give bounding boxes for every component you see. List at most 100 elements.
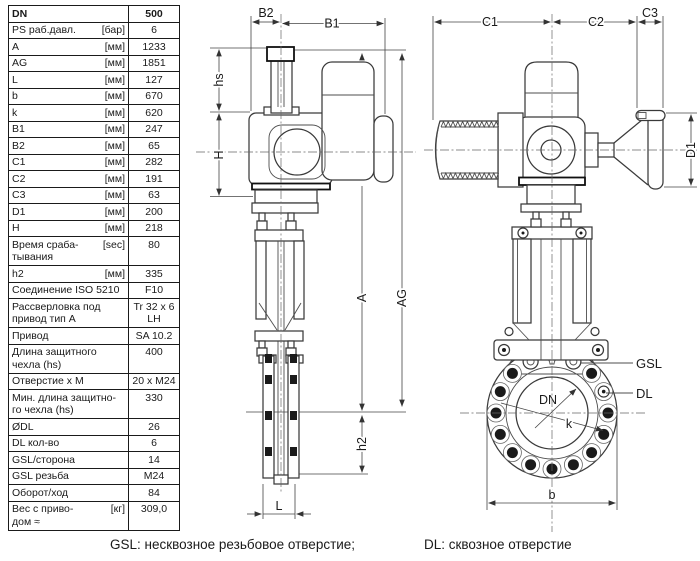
- param-name: b: [12, 90, 18, 102]
- dl-legend: DL: сквозное отверстие: [424, 537, 572, 552]
- table-row: C1[мм]282: [9, 154, 179, 171]
- param-value: 620: [145, 106, 163, 119]
- table-row: Мин. длина защитно- го чехла (hs)330: [9, 390, 179, 419]
- side-view: B2 B1 hs H A AG h2 L: [196, 4, 416, 519]
- param-value: 670: [145, 90, 163, 102]
- param-unit: [мм]: [104, 57, 125, 69]
- param-name: GSL резьба: [12, 470, 69, 482]
- table-row: Привод SA 10.2: [9, 328, 179, 345]
- param-value: 335: [145, 267, 163, 280]
- param-value: 500: [145, 7, 163, 20]
- param-name: h2: [12, 267, 24, 280]
- dim-label-b: b: [549, 488, 556, 502]
- dim-label-ag: AG: [395, 289, 409, 307]
- table-row: H [мм] 218: [9, 220, 179, 237]
- param-unit: [мм]: [104, 267, 125, 280]
- table-row: Время сраба- тывания[sec]80: [9, 237, 179, 266]
- param-name: A: [12, 40, 20, 53]
- param-unit: [мм]: [104, 189, 125, 201]
- param-name: AG: [12, 57, 28, 69]
- dim-label-h: H: [212, 150, 226, 159]
- param-value: 191: [145, 172, 163, 185]
- param-value: 63: [148, 189, 160, 201]
- dim-label-d1: D1: [684, 142, 698, 158]
- dn-label: DN: [539, 393, 557, 407]
- param-unit: [мм]: [104, 73, 125, 86]
- param-name: ØDL: [12, 420, 34, 433]
- param-value: 1233: [142, 40, 166, 53]
- table-row: GSL резьба M24: [9, 468, 179, 485]
- table-row: A [мм] 1233: [9, 39, 179, 56]
- param-value: 14: [148, 453, 160, 466]
- front-view: DN k: [424, 4, 700, 532]
- dim-label-a: A: [355, 293, 369, 302]
- param-value: 247: [145, 123, 163, 135]
- param-value: 309,0: [140, 503, 168, 515]
- param-value: SA 10.2: [135, 329, 173, 342]
- param-unit: [кг]: [110, 503, 125, 515]
- param-name: Оборот/ход: [12, 486, 69, 499]
- side-view-dimensions: B2 B1 hs H A AG h2 L: [210, 4, 411, 517]
- param-name: Привод: [12, 329, 49, 342]
- param-value: 218: [145, 222, 163, 234]
- param-unit: [бар]: [101, 24, 125, 36]
- param-value: 26: [148, 420, 160, 433]
- front-view-centerlines: [424, 14, 697, 532]
- table-row: Вес с приво- дом ≈[кг]309,0: [9, 501, 179, 530]
- param-value: 6: [151, 437, 157, 449]
- param-unit: [sec]: [102, 238, 125, 251]
- table-row: C2 [мм] 191: [9, 171, 179, 188]
- param-name: C2: [12, 172, 26, 185]
- dim-label-c3: C3: [642, 6, 658, 20]
- param-name: H: [12, 222, 20, 234]
- param-unit: [мм]: [104, 222, 125, 234]
- param-name: GSL/сторона: [12, 453, 76, 466]
- param-name: L: [12, 73, 18, 86]
- param-unit: [мм]: [104, 106, 125, 119]
- param-value: M24: [143, 470, 165, 482]
- param-name: Отверстие x M: [12, 375, 84, 387]
- dim-label-c1: C1: [482, 15, 498, 29]
- mounting-base-side: [251, 182, 331, 231]
- side-view-extension-lines: [210, 16, 406, 519]
- param-value: 6: [151, 24, 157, 36]
- table-row: ØDL 26: [9, 419, 179, 436]
- dim-label-hs: hs: [212, 73, 226, 86]
- param-name: k: [12, 106, 18, 119]
- param-value: 200: [145, 205, 163, 218]
- motor-front: [434, 112, 524, 188]
- protective-tube: [263, 46, 300, 116]
- table-row: L [мм] 127: [9, 72, 179, 89]
- table-row: b [мм] 670: [9, 88, 179, 105]
- param-value: 400: [145, 346, 163, 358]
- param-name: Соединение ISO 5210: [12, 284, 120, 296]
- table-row: k [мм] 620: [9, 105, 179, 122]
- table-row: PS раб.давл.[бар]6: [9, 22, 179, 39]
- param-value: 65: [148, 139, 160, 152]
- gsl-label: GSL: [636, 356, 662, 371]
- param-unit: [мм]: [104, 40, 125, 53]
- param-unit: [мм]: [104, 172, 125, 185]
- flange-annotations: DN k: [500, 388, 604, 433]
- param-unit: [мм]: [104, 139, 125, 152]
- table-row: Длина защитного чехла (hs)400: [9, 344, 179, 374]
- yoke-front: [504, 226, 600, 341]
- table-row: AG[мм]1851: [9, 55, 179, 72]
- yoke-side: [254, 229, 305, 357]
- param-value: 127: [145, 73, 163, 86]
- table-row: C3[мм]63: [9, 187, 179, 204]
- param-unit: [мм]: [104, 90, 125, 102]
- motor-side: [321, 61, 375, 181]
- param-value: 80: [148, 238, 160, 251]
- param-unit: [мм]: [104, 123, 125, 135]
- gate-housing: [258, 350, 304, 485]
- table-row: h2 [мм] 335: [9, 266, 179, 283]
- param-name: B1: [12, 123, 25, 135]
- table-row: B1 [мм] 247: [9, 121, 179, 138]
- table-row: GSL/сторона 14: [9, 452, 179, 469]
